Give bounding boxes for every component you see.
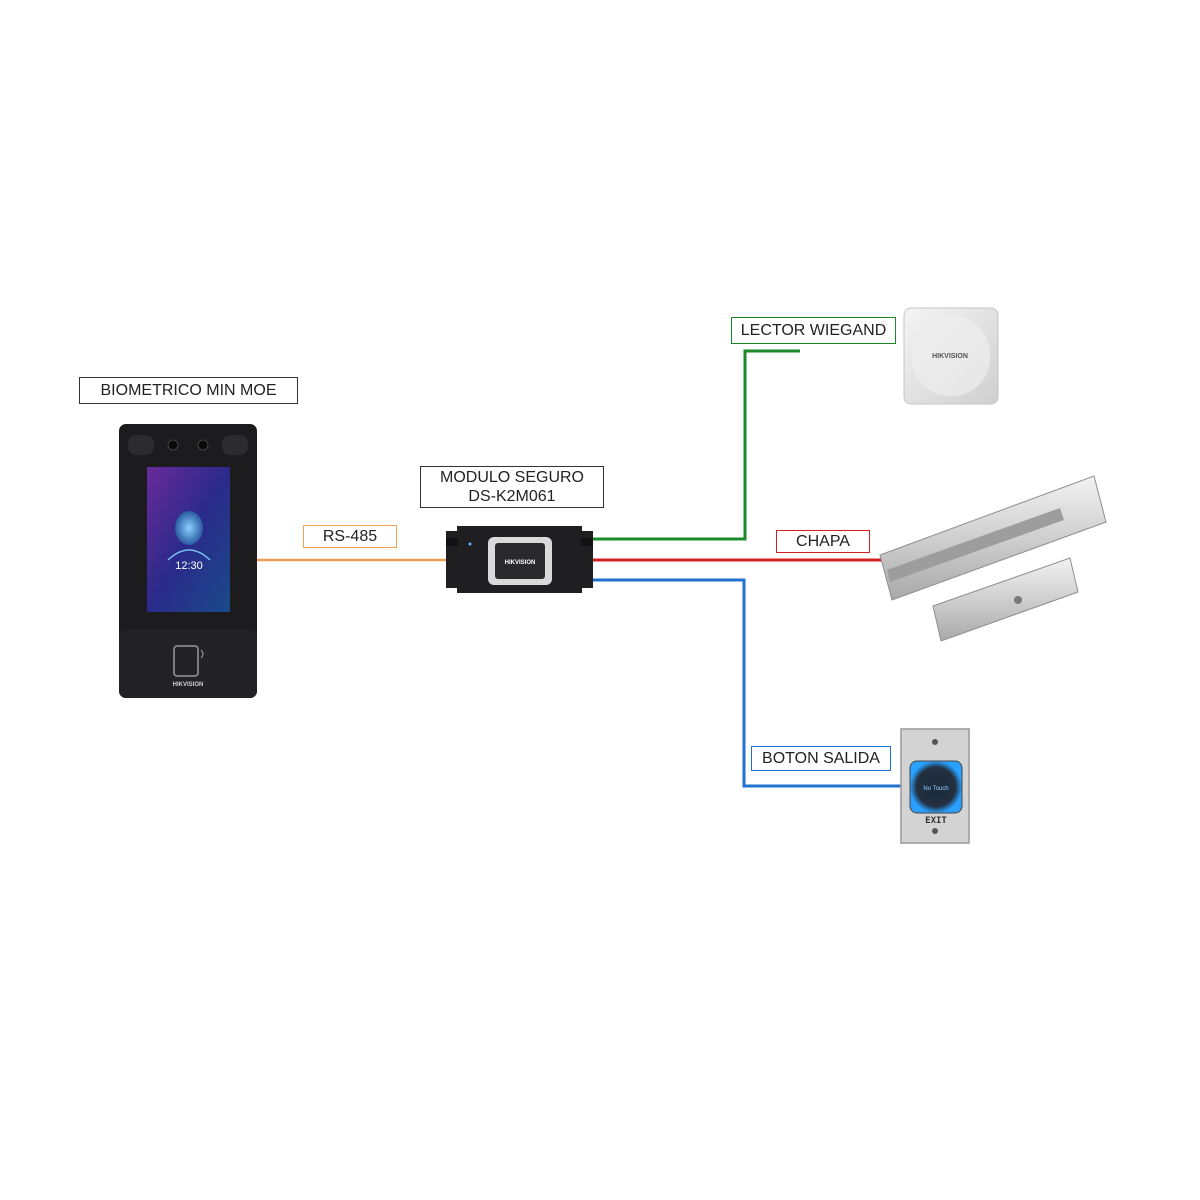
- button-top-text: No Touch: [923, 786, 948, 792]
- module-label: MODULO SEGURO DS-K2M061: [420, 466, 604, 508]
- biometric-label: BIOMETRICO MIN MOE: [79, 377, 298, 404]
- exit-button-icon: No Touch EXIT: [900, 728, 970, 844]
- module-label-line1: MODULO SEGURO: [439, 469, 584, 486]
- module-label-line2: DS-K2M061: [468, 488, 556, 505]
- exit-wire: [593, 578, 905, 788]
- reader-wire: [593, 349, 800, 541]
- magnetic-lock-icon: [879, 475, 1107, 642]
- wires: [257, 349, 905, 788]
- face-terminal-icon: 12:30 HIKVISION: [119, 424, 257, 698]
- reader-brand: HIKVISION: [932, 353, 968, 360]
- secure-module-icon: HIKVISION: [446, 526, 593, 593]
- terminal-brand: HIKVISION: [173, 682, 204, 688]
- button-bottom-text: EXIT: [925, 816, 947, 826]
- reader-label: LECTOR WIEGAND: [731, 317, 896, 344]
- exit-button-label: BOTON SALIDA: [751, 746, 891, 771]
- lock-label: CHAPA: [776, 530, 870, 553]
- module-brand: HIKVISION: [505, 560, 536, 566]
- wiegand-reader-icon: HIKVISION: [903, 307, 999, 405]
- terminal-time: 12:30: [175, 560, 203, 572]
- rs485-label: RS-485: [303, 525, 397, 548]
